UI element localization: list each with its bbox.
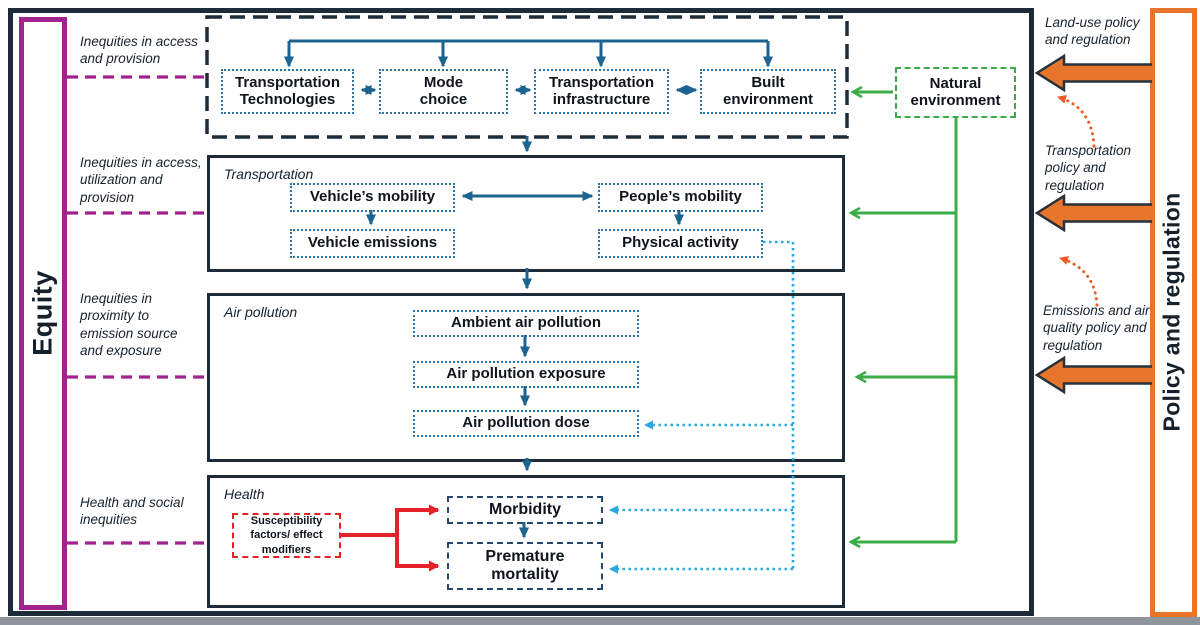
box-air-pollution-dose: Air pollution dose [413,410,639,437]
box-transportation-technologies: Transportation Technologies [221,69,354,114]
equity-bar [19,17,67,610]
policy-label-land-use: Land-use policy and regulation [1045,15,1140,48]
policy-label-emissions-air-quality: Emissions and air quality policy and reg… [1043,303,1150,353]
section-health-label: Health [224,486,265,502]
equity-title: Equity [27,270,58,356]
box-ambient-air-pollution: Ambient air pollution [413,310,639,337]
equity-label-access-provision: Inequities in access and provision [80,34,198,67]
policy-arrow-emissions [1034,355,1152,395]
box-morbidity: Morbidity [447,496,603,524]
policy-title: Policy and regulation [1158,192,1185,432]
box-air-pollution-exposure: Air pollution exposure [413,361,639,388]
box-premature-mortality-label: Premature mortality [485,548,565,583]
section-health: Health [207,475,845,608]
equity-label-access-utilization: Inequities in access, utilization and pr… [80,155,202,205]
box-peoples-mobility: People’s mobility [598,183,763,212]
box-built-environment-label: Built environment [722,73,813,108]
box-transportation-infrastructure: Transportation infrastructure [534,69,669,114]
section-air-pollution-label: Air pollution [224,304,298,320]
box-premature-mortality: Premature mortality [447,542,603,590]
box-physical-activity: Physical activity [598,229,763,258]
policy-label-transportation: Transportation policy and regulation [1045,143,1132,193]
policy-feedback-dotted-arrows [1056,94,1099,307]
policy-arrow-transportation [1034,193,1152,233]
policy-arrow-land-use [1034,53,1152,93]
box-vehicles-mobility: Vehicle’s mobility [290,183,455,212]
bottom-edge-strip [0,617,1200,625]
box-vehicle-emissions: Vehicle emissions [290,229,455,258]
equity-label-proximity-exposure: Inequities in proximity to emission sour… [80,291,178,358]
policy-bar [1150,8,1197,617]
box-built-environment: Built environment [700,69,836,114]
section-transportation-label: Transportation [224,166,314,182]
box-mode-choice-label: Mode choice [419,73,468,108]
box-susceptibility-factors: Susceptibility factors/ effect modifiers [232,513,341,558]
box-natural-environment: Natural environment [895,67,1016,118]
box-mode-choice: Mode choice [379,69,508,114]
equity-label-health-social: Health and social inequities [80,495,184,528]
